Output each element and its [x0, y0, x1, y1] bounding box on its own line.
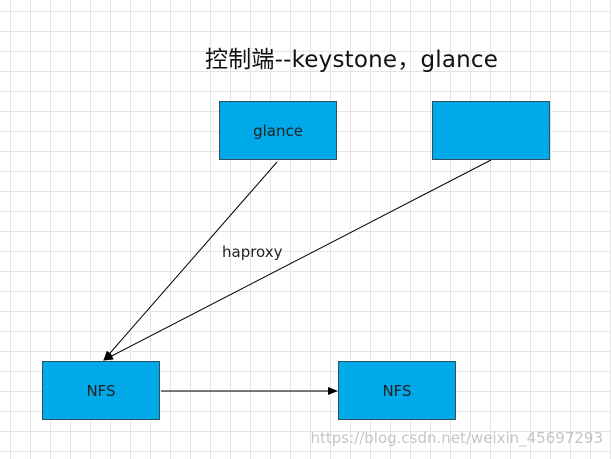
node-glance[interactable]: glance: [219, 101, 337, 160]
edge-unlabeled-to-nfs-left: [103, 159, 492, 361]
edge-glance-to-nfs-left: [103, 161, 278, 361]
node-unlabeled[interactable]: [432, 101, 550, 160]
diagram-title: 控制端--keystone，glance: [205, 47, 499, 73]
node-nfs-right[interactable]: NFS: [338, 361, 456, 420]
edge-label-haproxy: haproxy: [222, 243, 283, 261]
node-nfs-left[interactable]: NFS: [42, 361, 160, 420]
watermark: https://blog.csdn.net/weixin_45697293: [310, 429, 603, 447]
